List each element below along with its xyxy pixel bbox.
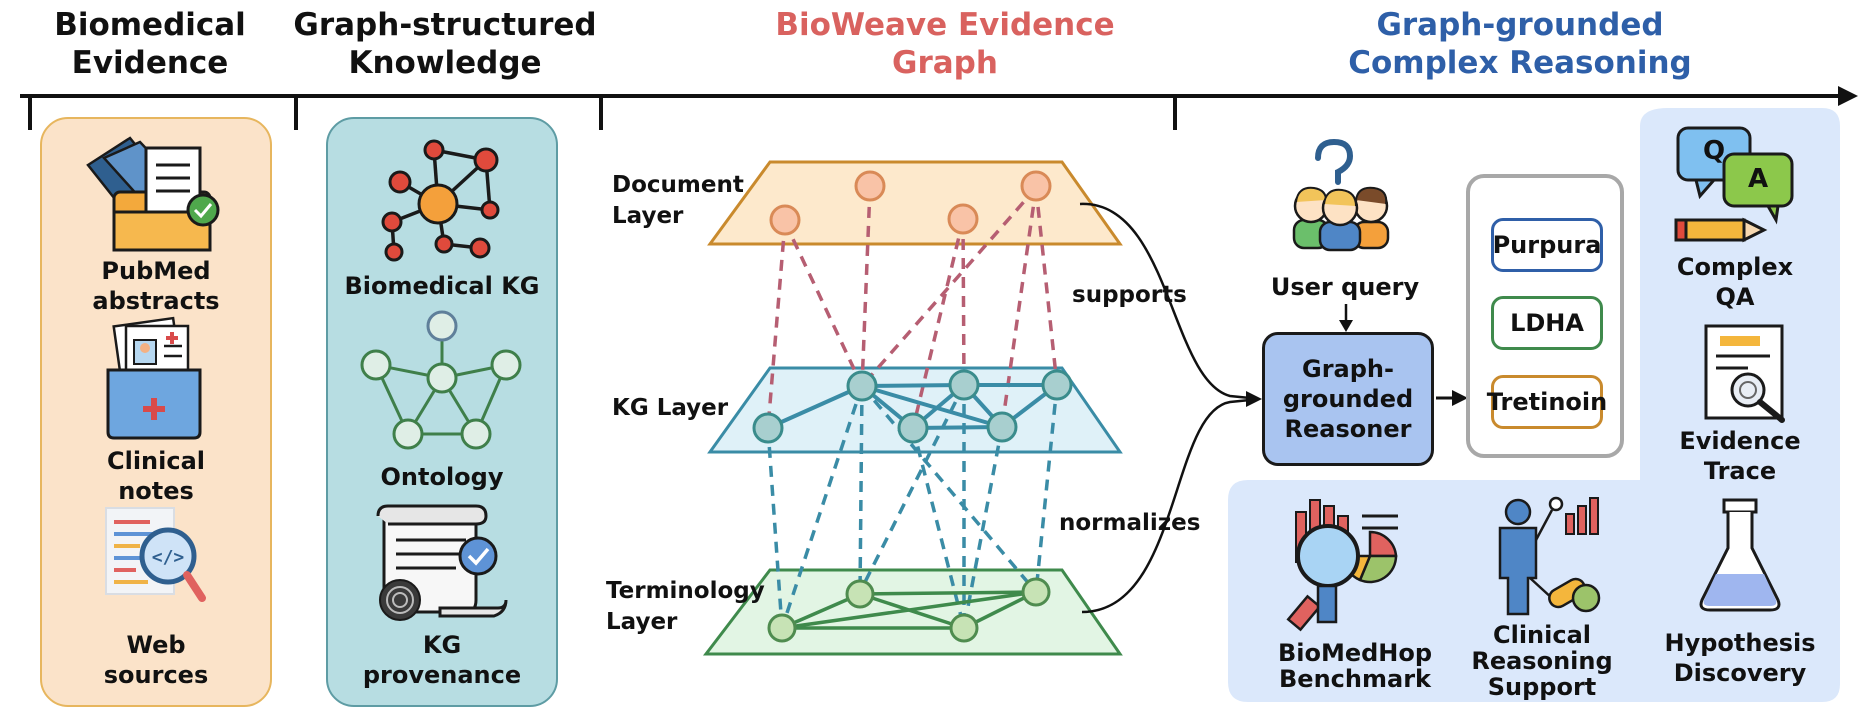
label-line: provenance [362,661,522,689]
terminology-layer-label: Terminology Layer [606,576,765,638]
biomedical-kg-label: Biomedical KG [344,272,540,300]
web-sources-label: Web sources [40,630,272,690]
qa-a-letter: A [1747,164,1769,194]
header-line: Evidence [71,45,229,81]
label-line: Evidence [1679,427,1801,455]
header-line: BioWeave Evidence [775,7,1115,43]
clinical-notes-label: Clinical notes [40,446,272,506]
ontology-label: Ontology [380,463,504,491]
header-line: Graph-grounded [1376,7,1664,43]
label-line: Support [1487,673,1597,701]
answer-ldha: LDHA [1491,296,1603,350]
label-line: Complex [1676,253,1794,281]
graph-grounded-reasoner: Graph- grounded Reasoner [1262,332,1434,466]
header-graph-grounded-reasoning: Graph-grounded Complex Reasoning [1340,6,1700,82]
label-line: sources [103,661,209,689]
label-line: notes [118,477,194,505]
label-line: QA [1715,283,1755,311]
label-line: Graph- [1302,355,1394,383]
supports-label: supports [1072,282,1187,308]
header-line: Complex Reasoning [1348,45,1692,81]
label-line: Trace [1703,457,1777,485]
label-line: Clinical [106,447,206,475]
clinical-reasoning-support-label: Clinical Reasoning Support [1462,622,1622,700]
biomedhop-benchmark-label: BioMedHop Benchmark [1270,640,1440,692]
label-line: Hypothesis [1664,629,1816,657]
kg-layer-plane [707,366,1123,454]
answer-tretinoin: Tretinoin [1487,375,1607,429]
label-line: Terminology [606,578,765,604]
pubmed-abstracts-label: PubMed abstracts [40,256,272,316]
document-layer-plane [707,160,1123,246]
header-biomedical-evidence: Biomedical Evidence [10,6,290,82]
label-line: BioMedHop [1277,639,1433,667]
svg-text:</>: </> [152,547,185,568]
header-line: Graph-structured [293,7,597,43]
header-line: Knowledge [348,45,542,81]
label-line: Discovery [1673,659,1807,687]
document-layer-label: Document Layer [612,170,744,232]
header-line: Biomedical [54,7,246,43]
label-line: Reasoner [1284,415,1412,443]
header-bioweave-evidence-graph: BioWeave Evidence Graph [740,6,1150,82]
label-line: Clinical [1492,621,1592,649]
evidence-trace-label: Evidence Trace [1660,426,1820,486]
label-line: PubMed [101,257,211,285]
label-line: Document [612,172,744,198]
label-line: Web [126,631,186,659]
header-graph-structured-knowledge: Graph-structured Knowledge [290,6,600,82]
qa-q-letter: Q [1702,136,1726,166]
complex-qa-label: Complex QA [1660,252,1810,312]
label-line: Layer [606,609,678,635]
label-line: Reasoning [1471,647,1613,675]
label-line: KG [422,631,462,659]
label-line: grounded [1282,385,1414,413]
label-line: Benchmark [1279,665,1431,693]
user-query-label: User query [1270,273,1420,301]
kg-layer-label: KG Layer [612,395,729,421]
header-line: Graph [892,45,998,81]
label-line: Layer [612,203,684,229]
hypothesis-discovery-label: Hypothesis Discovery [1660,628,1820,688]
normalizes-label: normalizes [1059,510,1201,536]
label-line: abstracts [92,287,220,315]
answer-purpura: Purpura [1491,218,1603,272]
kg-provenance-label: KG provenance [326,630,558,690]
